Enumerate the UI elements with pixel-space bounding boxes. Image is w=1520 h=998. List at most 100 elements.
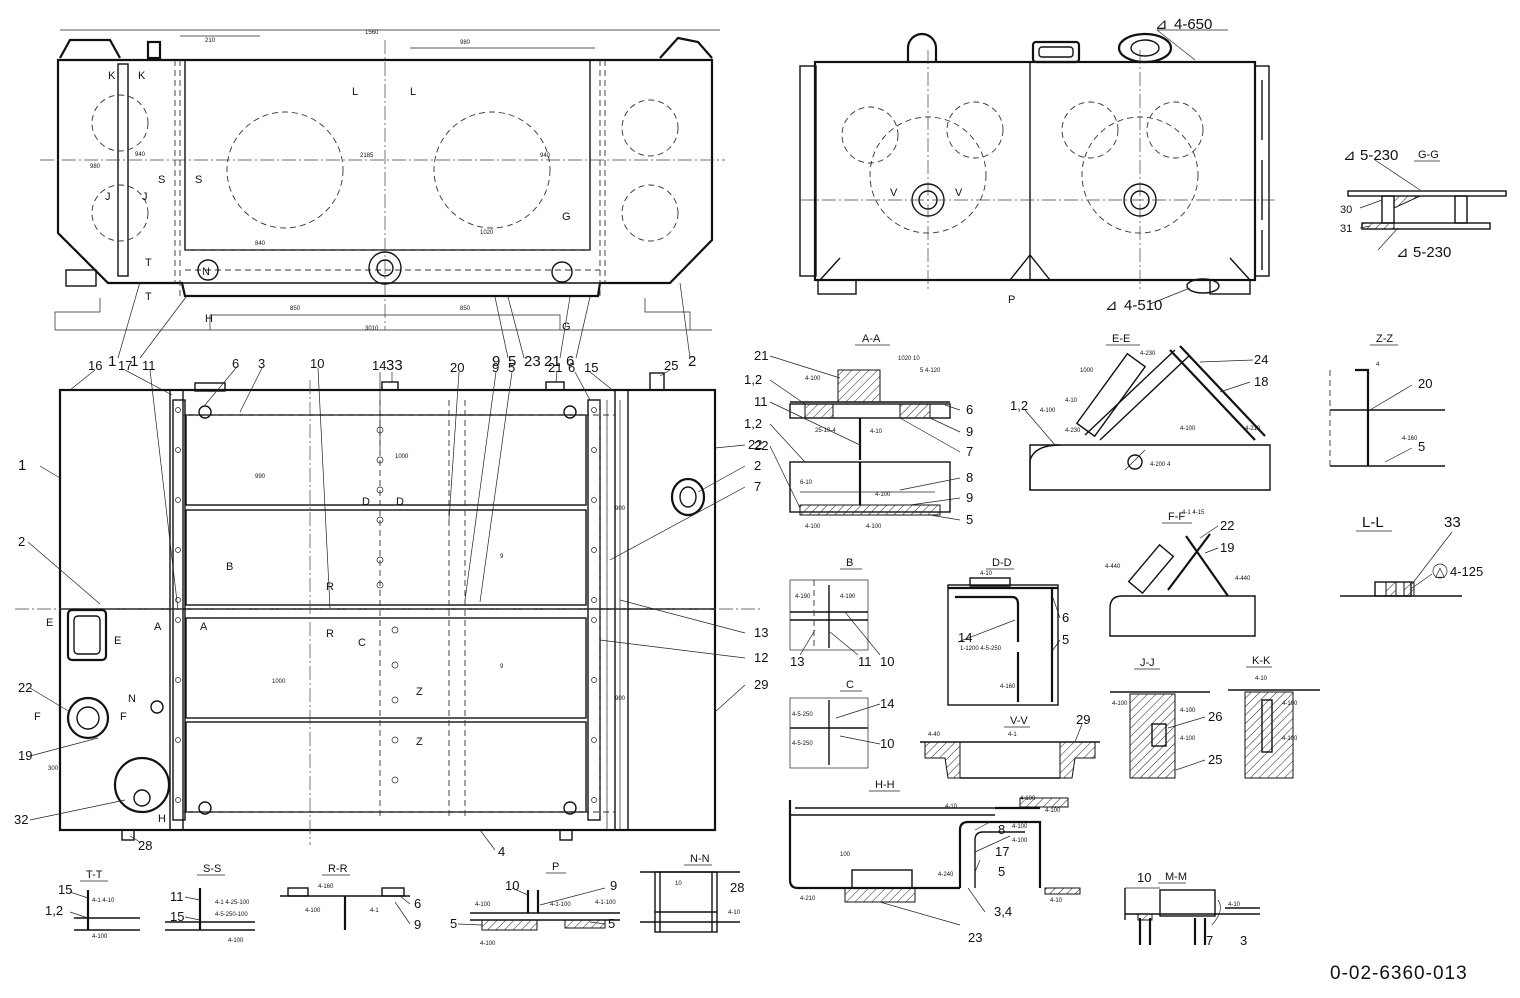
weld-note-bottom: 4-510 [1124, 297, 1162, 314]
svg-text:4-100: 4-100 [92, 934, 108, 940]
svg-text:4-160: 4-160 [318, 884, 334, 890]
svg-text:4-100: 4-100 [475, 902, 491, 908]
svg-text:4-100: 4-100 [1282, 736, 1298, 742]
section-title-g-g: G-G [1418, 149, 1439, 161]
svg-text:940: 940 [135, 152, 146, 158]
section-mark-l2: L [410, 86, 416, 98]
section-title-t-t: T-T [86, 869, 103, 881]
svg-text:4-100: 4-100 [480, 941, 496, 947]
section-l-l: L-L 33 △ 4-125 [1340, 514, 1483, 597]
section-mark-s1: S [158, 174, 165, 186]
section-mark-z1: Z [416, 686, 423, 698]
l-l-weld-note: 4-125 [1450, 564, 1483, 579]
a-a-callout-22: 22 [754, 438, 768, 453]
a-a-callout-5: 5 [966, 512, 973, 527]
section-mark-v1: V [890, 187, 898, 199]
svg-text:1020 10: 1020 10 [898, 356, 920, 362]
svg-text:4-10: 4-10 [1255, 676, 1268, 682]
svg-text:300: 300 [48, 766, 59, 772]
p-callout-5b: 5 [608, 916, 615, 931]
callout-32: 32 [14, 812, 28, 827]
section-mark-r2: R [326, 628, 334, 640]
svg-text:850: 850 [460, 306, 471, 312]
callout-6-plan: 6 [232, 356, 239, 371]
section-mark-j1: J [105, 191, 111, 203]
rivet-holes [175, 405, 597, 815]
h-h-callout-5: 5 [998, 864, 1005, 879]
svg-text:4-160: 4-160 [1000, 684, 1016, 690]
section-title-d-d: D-D [992, 557, 1012, 569]
g-g-weld-symbol-top: ⊿ [1343, 147, 1356, 164]
callout-2-prime: 2 [18, 534, 25, 549]
j-j-callout-26: 26 [1208, 709, 1222, 724]
svg-text:4-230: 4-230 [1065, 428, 1081, 434]
section-mark-s2: S [195, 174, 202, 186]
section-mark-f1: F [34, 711, 41, 723]
svg-text:4-210: 4-210 [1245, 426, 1261, 432]
svg-text:4-1-100: 4-1-100 [595, 900, 616, 906]
svg-text:4-440: 4-440 [1235, 576, 1251, 582]
callout-20: 20 [450, 360, 464, 375]
svg-text:980: 980 [460, 40, 471, 46]
a-a-callout-9: 9 [966, 424, 973, 439]
svg-text:4-40: 4-40 [928, 732, 941, 738]
svg-text:980: 980 [90, 164, 101, 170]
svg-text:4-100: 4-100 [1180, 426, 1196, 432]
svg-text:1000: 1000 [272, 679, 286, 685]
svg-text:4-100: 4-100 [228, 938, 244, 944]
section-mark-f2: F [120, 711, 127, 723]
svg-text:4-1 4-15: 4-1 4-15 [1182, 510, 1205, 516]
svg-text:4-100: 4-100 [1045, 808, 1061, 814]
svg-text:900: 900 [615, 506, 626, 512]
section-title-m-m: M-M [1165, 871, 1187, 883]
callout-6: 6 [566, 353, 574, 370]
weld-note-top: 4-650 [1174, 16, 1212, 33]
p-callout-9: 9 [610, 878, 617, 893]
svg-text:900: 900 [615, 696, 626, 702]
p-callout-10: 10 [505, 878, 519, 893]
e-e-callout-18: 18 [1254, 374, 1268, 389]
d-d-callout-6: 6 [1062, 610, 1069, 625]
svg-text:4-10: 4-10 [945, 804, 958, 810]
callout-23: 23 [524, 353, 541, 370]
a-a-callout-11: 11 [754, 394, 768, 409]
v-v-callout-29: 29 [1076, 712, 1090, 727]
callout-9: 9 [492, 353, 500, 370]
callout-2-right: 2 [754, 458, 761, 473]
callout-29: 29 [754, 677, 768, 692]
n-n-callout-28: 28 [730, 880, 744, 895]
section-g-g: G-G ⊿ 5-230 ⊿ 5-230 30 31 [1340, 147, 1507, 261]
callout-2: 2 [688, 353, 696, 370]
section-mark-a-right: A [200, 621, 208, 633]
b-callout-11: 11 [858, 654, 872, 669]
svg-text:1000: 1000 [1080, 368, 1094, 374]
h-h-callout-23: 23 [968, 930, 982, 945]
svg-text:4-100: 4-100 [305, 908, 321, 914]
svg-text:2185: 2185 [360, 153, 374, 159]
callout-25: 25 [664, 358, 678, 373]
svg-text:3010: 3010 [365, 326, 379, 332]
l-l-weld-symbol: △ [1435, 564, 1445, 579]
callout-16: 16 [88, 358, 102, 373]
m-m-callout-3: 3 [1240, 933, 1247, 948]
svg-text:940: 940 [540, 153, 551, 159]
section-mark-l1: L [352, 86, 358, 98]
svg-text:4-1-100: 4-1-100 [550, 902, 571, 908]
c-callout-14: 14 [880, 696, 894, 711]
section-title-l-l: L-L [1362, 514, 1384, 531]
svg-text:4-100: 4-100 [1112, 701, 1128, 707]
svg-text:1-1200 4-5-250: 1-1200 4-5-250 [960, 646, 1002, 652]
h-h-callout-8: 8 [998, 822, 1005, 837]
svg-text:4-1 4-10: 4-1 4-10 [92, 898, 115, 904]
svg-text:100: 100 [840, 852, 851, 858]
svg-text:4-5-250: 4-5-250 [792, 712, 813, 718]
section-mark-z2: Z [416, 736, 423, 748]
section-mark-d2: D [396, 496, 404, 508]
section-title-v-v: V-V [1010, 715, 1028, 727]
